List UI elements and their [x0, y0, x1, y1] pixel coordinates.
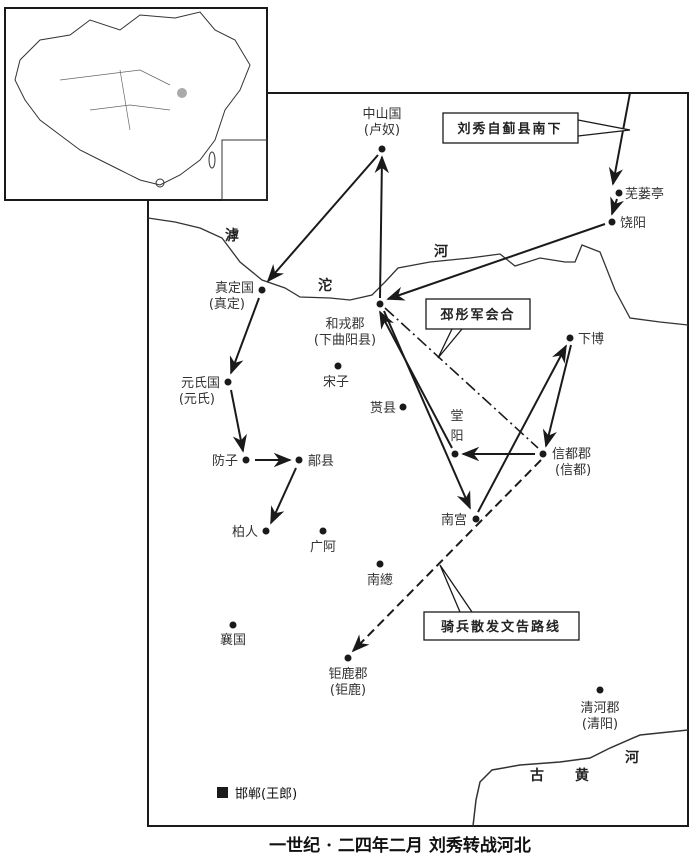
place-label: 和戎郡	[325, 317, 364, 332]
route-arrow	[477, 344, 567, 513]
place-dot	[566, 334, 574, 342]
capital-square-icon	[217, 787, 228, 798]
place-dot	[378, 145, 386, 153]
place-dot	[615, 189, 623, 197]
place-label: 中山国	[362, 107, 401, 122]
place-dot	[344, 654, 352, 662]
place-dot	[376, 300, 384, 308]
place-dot	[399, 403, 407, 411]
river-label: 滹	[225, 227, 239, 244]
place-label: 鄗县	[308, 453, 334, 469]
inset-china-map	[4, 7, 268, 201]
river-label: 古	[530, 767, 544, 784]
place-label: 宋子	[323, 375, 349, 390]
route-arrow	[266, 154, 379, 283]
route-arrow	[230, 389, 247, 453]
place-label: (真定)	[209, 297, 245, 312]
river-label: 河	[625, 749, 639, 766]
place-dot	[451, 450, 459, 458]
place-dot	[242, 456, 250, 464]
river-label: 沱	[318, 277, 332, 294]
callout-south-march: 刘秀自蓟县南下	[442, 112, 631, 144]
place-dot	[376, 560, 384, 568]
place-label: 芜蒌亭	[625, 186, 664, 202]
route-arrow	[270, 467, 297, 525]
place-label: 钜鹿郡	[328, 666, 367, 682]
route-arrow	[229, 297, 260, 375]
place-label: (钜鹿)	[330, 682, 366, 698]
place-dot	[472, 515, 480, 523]
place-label: 信都郡	[552, 447, 591, 462]
place-dot	[295, 456, 303, 464]
callout-meet-pitong: 邳彤军会合	[425, 298, 531, 359]
route-arrow	[374, 155, 389, 299]
place-label: (信都)	[555, 463, 591, 478]
place-label: 防子	[212, 453, 238, 469]
place-label: (清阳)	[582, 717, 618, 732]
callout-cavalry-route: 骑兵散发文告路线	[423, 564, 580, 641]
route-arrow	[379, 310, 453, 449]
place-dot	[319, 527, 327, 535]
route-arrow	[608, 92, 631, 186]
place-label: (元氏)	[179, 392, 215, 407]
route-arrow	[383, 310, 471, 510]
map-title: 一世纪 · 二四年二月 刘秀转战河北	[269, 835, 531, 856]
svg-text:刘秀自蓟县南下: 刘秀自蓟县南下	[457, 121, 562, 137]
place-label: 广阿	[310, 540, 336, 555]
hutuo-river	[147, 217, 689, 326]
place-label: (卢奴)	[364, 122, 400, 138]
map-frame	[147, 92, 689, 827]
place-dot	[224, 378, 232, 386]
river-label: 河	[434, 243, 448, 260]
place-label: 堂	[450, 409, 463, 424]
place-label: 真定国	[215, 281, 254, 296]
place-label: 元氏国	[181, 376, 220, 391]
svg-text:骑兵散发文告路线: 骑兵散发文告路线	[441, 619, 561, 635]
old-yellow-river	[472, 729, 689, 827]
place-label: 阳	[450, 429, 463, 444]
place-dot	[539, 450, 547, 458]
place-label: (下曲阳县)	[314, 333, 376, 348]
route-arrow	[542, 344, 572, 448]
place-label: 下博	[578, 332, 604, 347]
place-dot	[258, 286, 266, 294]
route-arrow	[386, 223, 606, 301]
place-dot	[334, 362, 342, 370]
place-label: 襄国	[220, 632, 246, 648]
place-label: 南繱	[367, 572, 393, 588]
place-label-handan: 邯郸(王郎)	[235, 787, 297, 802]
place-dot	[608, 218, 616, 226]
place-dot	[229, 621, 237, 629]
svg-text:邳彤军会合: 邳彤军会合	[439, 307, 515, 323]
route-dashed-cavalry	[351, 459, 542, 653]
place-label: 南宫	[441, 512, 467, 528]
route-arrow	[610, 196, 624, 216]
place-label: 柏人	[232, 525, 258, 540]
place-dot	[262, 527, 270, 535]
place-label: 贳县	[370, 401, 396, 416]
river-label: 黄	[575, 767, 589, 784]
place-label: 清河郡	[580, 701, 619, 716]
place-dot	[596, 686, 604, 694]
place-label: 饶阳	[620, 216, 646, 231]
